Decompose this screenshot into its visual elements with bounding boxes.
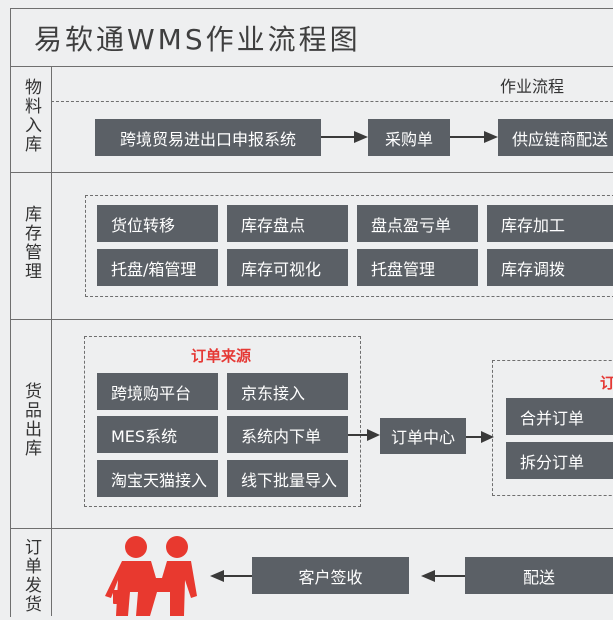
dispatch-box[interactable]: 配送 — [465, 557, 613, 594]
source-offline-import[interactable]: 线下批量导入 — [227, 460, 348, 497]
inventory-item-stocktake[interactable]: 库存盘点 — [227, 205, 348, 242]
divider — [10, 172, 613, 173]
page-title: 易软通WMS作业流程图 — [34, 23, 361, 56]
source-mes[interactable]: MES系统 — [97, 416, 218, 453]
row-label-inbound: 物料入库 — [10, 78, 51, 160]
split-order-box[interactable]: 拆分订单 — [506, 442, 613, 479]
arrowhead — [210, 570, 224, 582]
arrowhead — [421, 570, 435, 582]
supplier-delivery-box[interactable]: 供应链商配送 — [498, 119, 613, 156]
order-source-title: 订单来源 — [191, 347, 252, 365]
inventory-item-processing[interactable]: 库存加工 — [487, 205, 613, 242]
row-label-inventory: 库存管理 — [10, 205, 51, 287]
customer-sign-box[interactable]: 客户签收 — [252, 557, 409, 594]
inventory-item-pallet[interactable]: 托盘管理 — [357, 249, 478, 286]
inventory-item-visualization[interactable]: 库存可视化 — [227, 249, 348, 286]
row-label-text: 库存管理 — [21, 205, 41, 281]
customs-declaration-box[interactable]: 跨境贸易进出口申报系统 — [95, 119, 321, 156]
inventory-item-location-transfer[interactable]: 货位转移 — [97, 205, 218, 242]
divider — [10, 66, 613, 67]
merge-order-box[interactable]: 合并订单 — [506, 398, 613, 435]
diagram-frame — [10, 8, 613, 617]
order-source-group — [84, 336, 361, 507]
inventory-group — [85, 195, 613, 297]
order-processing-group — [492, 360, 613, 496]
inventory-item-transfer[interactable]: 库存调拨 — [487, 249, 613, 286]
row-label-outbound: 货品出库 — [10, 382, 51, 464]
inventory-item-profit-loss[interactable]: 盘点盈亏单 — [357, 205, 478, 242]
row-label-text: 物料入库 — [21, 78, 41, 154]
process-header: 作业流程 — [500, 77, 565, 96]
source-jd[interactable]: 京东接入 — [227, 373, 348, 410]
customers-icon — [105, 536, 197, 616]
label-column-divider — [51, 66, 52, 616]
dashed-separator — [51, 101, 613, 102]
order-center-box[interactable]: 订单中心 — [380, 418, 466, 454]
arrowhead — [484, 131, 498, 143]
row-label-text: 货品出库 — [21, 382, 41, 458]
arrowhead — [481, 431, 494, 443]
purchase-order-box[interactable]: 采购单 — [368, 119, 450, 156]
divider — [10, 528, 613, 529]
source-taobao-tmall[interactable]: 淘宝天猫接入 — [97, 460, 218, 497]
arrowhead — [367, 429, 380, 441]
source-cross-border[interactable]: 跨境购平台 — [97, 373, 218, 410]
row-label-text: 订单发货 — [21, 538, 41, 614]
order-processing-title: 订 — [600, 374, 613, 392]
source-internal[interactable]: 系统内下单 — [227, 416, 348, 453]
inventory-item-pallet-box[interactable]: 托盘/箱管理 — [97, 249, 218, 286]
arrowhead — [354, 131, 368, 143]
divider — [10, 319, 613, 320]
row-label-delivery: 订单发货 — [10, 538, 51, 620]
